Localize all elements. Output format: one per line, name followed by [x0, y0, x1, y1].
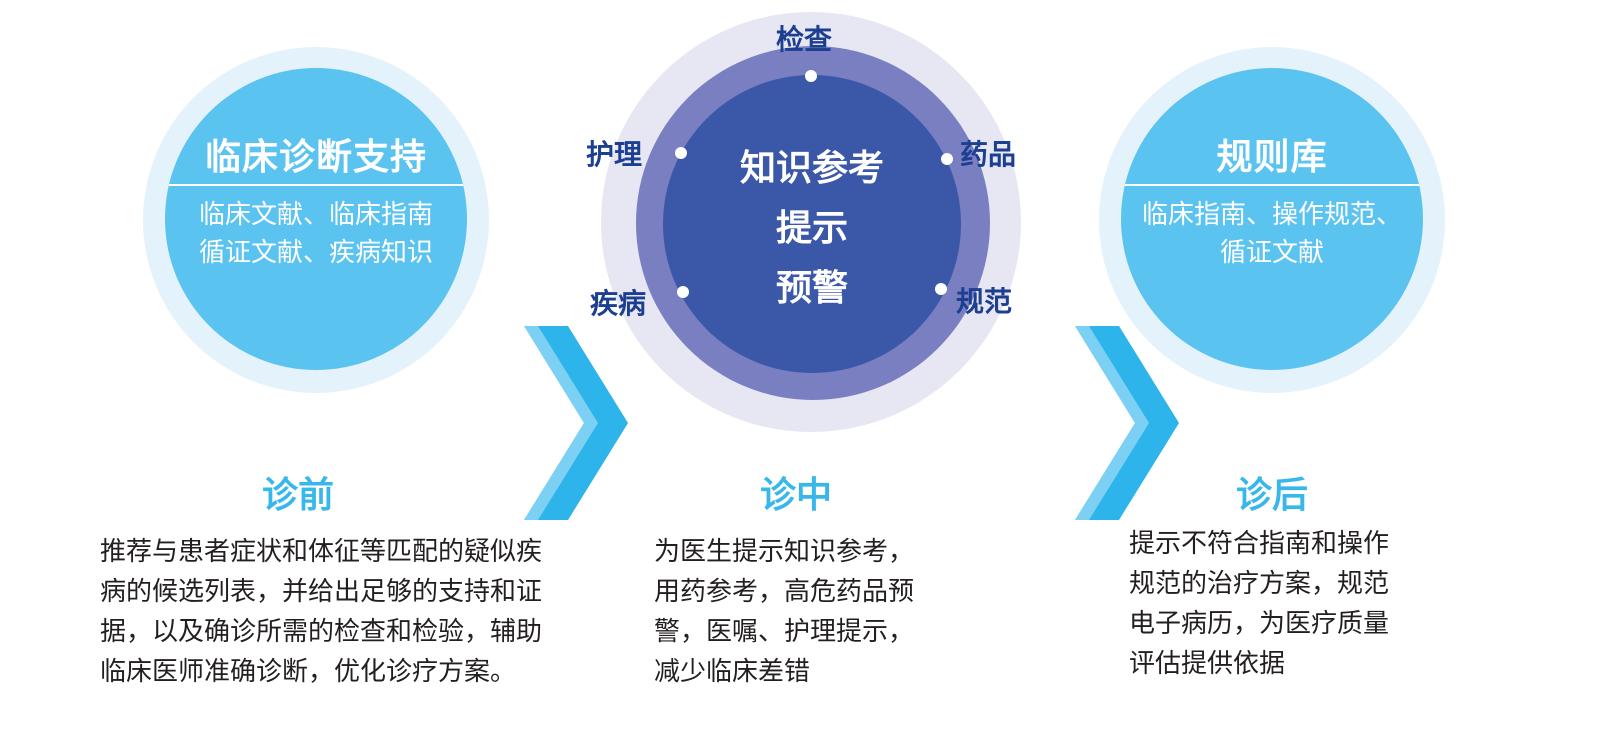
- orbit-label-lower-right: 规范: [956, 285, 1013, 318]
- description-line: 提示不符合指南和操作: [1129, 529, 1390, 559]
- orbit-dot-lower-right: [935, 283, 947, 295]
- orbit-dot-upper-right: [941, 153, 953, 165]
- description-line: 临床医师准确诊断，优化诊疗方案。: [100, 657, 517, 687]
- left-circle-line: 临床文献、临床指南: [198, 200, 433, 230]
- orbit-label-top: 检查: [776, 23, 833, 56]
- center-core-line: 提示: [775, 208, 848, 249]
- description-line: 推荐与患者症状和体征等匹配的疑似疾: [100, 537, 543, 567]
- description-line: 评估提供依据: [1129, 649, 1286, 679]
- chevron-right-icon: [1075, 326, 1179, 520]
- left-circle-line: 循证文献、疾病知识: [198, 238, 433, 268]
- stage-description-after: 提示不符合指南和操作 规范的治疗方案，规范 电子病历，为医疗质量 评估提供依据: [1129, 524, 1389, 684]
- center-core-line: 预警: [775, 268, 848, 309]
- stage-description-during: 为医生提示知识参考， 用药参考，高危药品预 警，医嘱、护理提示， 减少临床差错: [654, 532, 914, 692]
- orbit-dot-upper-left: [675, 147, 687, 159]
- right-circle-title: 规则库: [1216, 137, 1328, 178]
- description-line: 为医生提示知识参考，: [654, 537, 915, 567]
- right-circle: 规则库 临床指南、操作规范、 循证文献: [1121, 68, 1423, 370]
- stage-label-before: 诊前: [261, 475, 334, 516]
- stage-label-after: 诊后: [1235, 475, 1308, 516]
- orbit-label-lower-left: 疾病: [590, 287, 647, 320]
- orbit-dot-lower-left: [677, 286, 689, 298]
- center-core: 知识参考 提示 预警: [663, 75, 961, 373]
- stage-description-before: 推荐与患者症状和体征等匹配的疑似疾 病的候选列表，并给出足够的支持和证 据，以及…: [100, 532, 542, 692]
- orbit-dot-top: [805, 70, 817, 82]
- chevron-right-icon: [524, 326, 628, 520]
- description-line: 电子病历，为医疗质量: [1129, 609, 1390, 639]
- description-line: 病的候选列表，并给出足够的支持和证: [100, 577, 543, 607]
- orbit-label-upper-left: 护理: [586, 138, 643, 171]
- right-circle-line: 循证文献: [1219, 238, 1324, 268]
- stage-label-during: 诊中: [759, 475, 832, 516]
- right-circle-divider: [1125, 184, 1419, 186]
- center-core-line: 知识参考: [739, 148, 884, 189]
- description-line: 用药参考，高危药品预: [654, 577, 915, 607]
- left-circle-title: 临床诊断支持: [204, 137, 427, 178]
- right-circle-line: 临床指南、操作规范、: [1141, 200, 1402, 230]
- description-line: 警，医嘱、护理提示，: [654, 617, 915, 647]
- description-line: 规范的治疗方案，规范: [1129, 569, 1390, 599]
- description-line: 减少临床差错: [654, 657, 811, 687]
- description-line: 据，以及确诊所需的检查和检验，辅助: [100, 617, 543, 647]
- left-circle: 临床诊断支持 临床文献、临床指南 循证文献、疾病知识: [165, 68, 467, 370]
- left-circle-divider: [169, 184, 463, 186]
- orbit-label-upper-right: 药品: [960, 138, 1017, 171]
